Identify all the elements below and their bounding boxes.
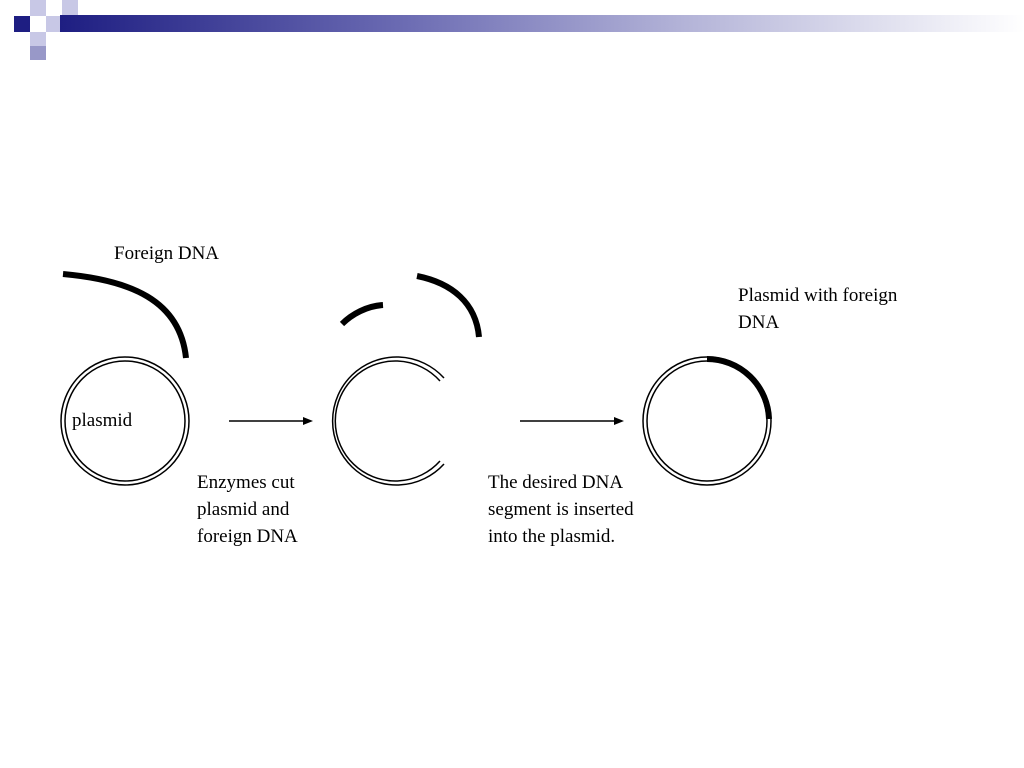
arrow-step-2 — [520, 417, 624, 425]
foreign-dna-label: Foreign DNA — [114, 243, 220, 264]
cut-dna-fragment-small — [339, 302, 384, 327]
step-1-caption-line: foreign DNA — [197, 526, 298, 547]
header-square — [30, 0, 46, 16]
step-2-caption-line: into the plasmid. — [488, 526, 616, 547]
header-gradient-bar — [60, 15, 1024, 32]
step-1-caption-line: Enzymes cut — [197, 472, 295, 493]
step-2-caption: The desired DNA segment is inserted into… — [488, 469, 634, 550]
step-2-caption-line: segment is inserted — [488, 499, 634, 520]
cut-dna-fragment-large — [416, 273, 482, 338]
step-1-caption-line: plasmid and — [197, 499, 290, 520]
slide-header-decoration — [0, 0, 1024, 64]
foreign-dna-strand — [62, 271, 189, 359]
recombinant-plasmid-ring — [642, 356, 772, 486]
result-caption: Plasmid with foreign DNA — [738, 282, 897, 336]
header-square — [46, 16, 62, 32]
arrow-step-1 — [229, 417, 313, 425]
inserted-dna-segment — [706, 356, 772, 420]
plasmid-label: plasmid — [72, 410, 133, 431]
cut-plasmid-ring — [331, 356, 445, 486]
plasmid-ring — [60, 356, 190, 486]
step-1-caption: Enzymes cut plasmid and foreign DNA — [197, 469, 298, 550]
step-2-caption-line: The desired DNA — [488, 472, 624, 493]
header-square — [30, 32, 46, 48]
result-caption-line: Plasmid with foreign — [738, 285, 898, 306]
header-square — [30, 46, 46, 60]
result-caption-line: DNA — [738, 312, 780, 333]
header-square — [62, 0, 78, 16]
header-square — [14, 16, 30, 32]
